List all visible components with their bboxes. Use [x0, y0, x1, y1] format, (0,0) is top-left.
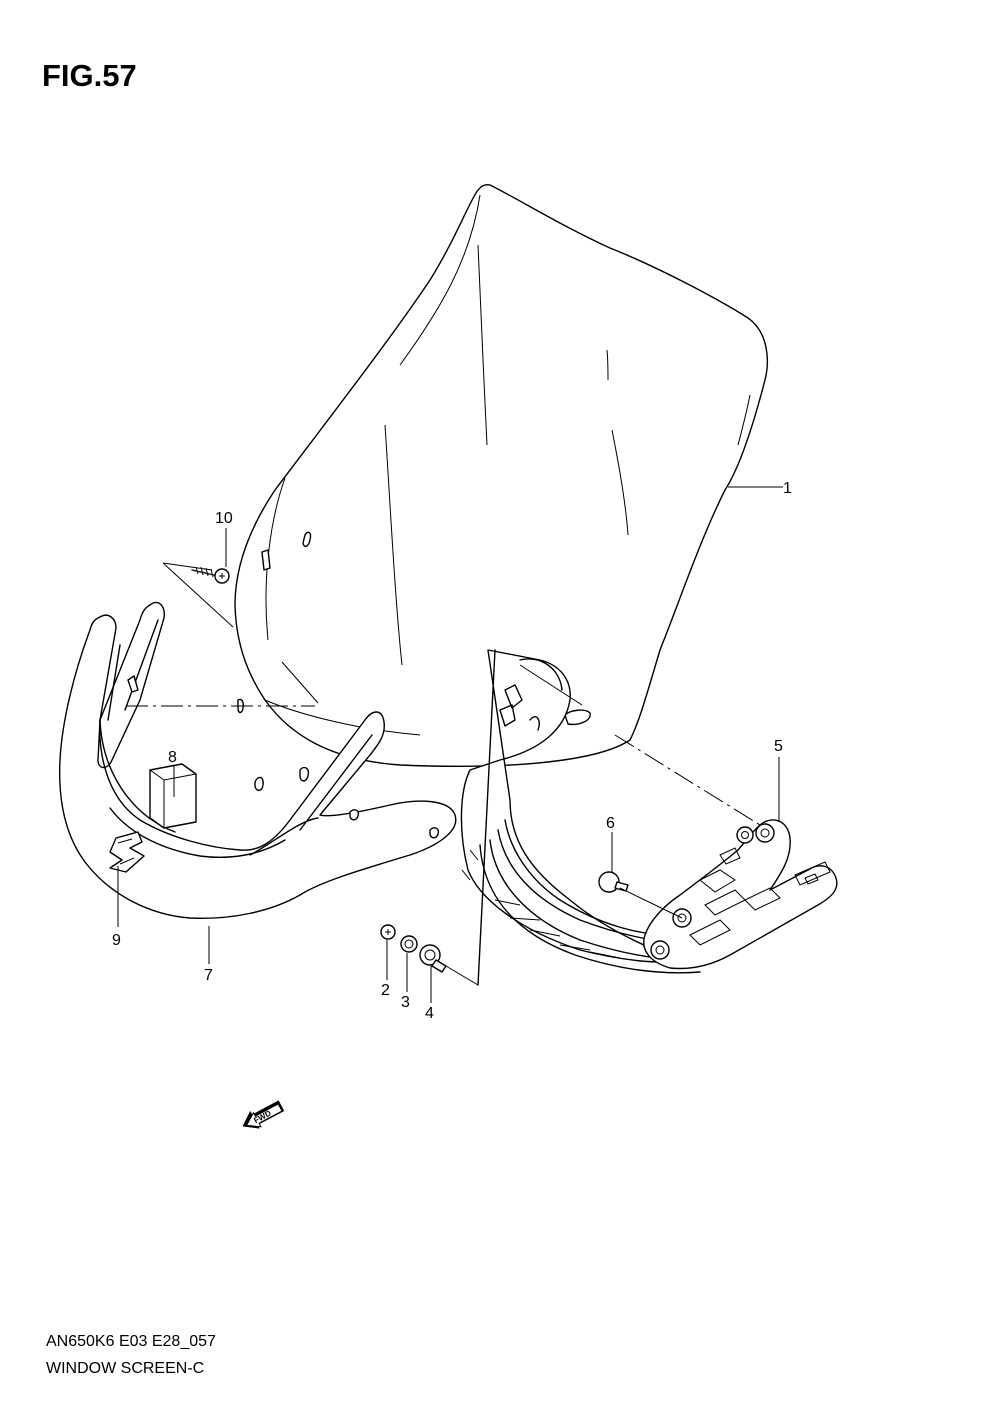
callout-10: 10: [215, 510, 233, 527]
callout-7: 7: [204, 967, 213, 984]
suzuki-emblem[interactable]: [109, 831, 145, 873]
callout-8: 8: [168, 749, 177, 766]
model-code: AN650K6 E03 E28_057: [46, 1333, 216, 1350]
washer-part-3[interactable]: [400, 935, 418, 953]
callout-3: 3: [401, 994, 410, 1011]
cushion-part-4[interactable]: [419, 944, 447, 973]
assembly-line-screw: [162, 562, 234, 628]
screw-part-2[interactable]: [380, 924, 396, 940]
assembly-line-hardware: [445, 965, 479, 986]
cushion-pad[interactable]: [149, 763, 197, 829]
bolt[interactable]: [598, 871, 629, 893]
assembly-line-bolt: [619, 887, 683, 919]
callout-4: 4: [425, 1005, 434, 1022]
inner-panel[interactable]: [460, 649, 701, 986]
windscreen[interactable]: [234, 183, 768, 792]
callout-5: 5: [774, 738, 783, 755]
assembly-line-bracket: [614, 734, 761, 826]
callout-9: 9: [112, 932, 121, 949]
figure-title: FIG.57: [42, 58, 137, 93]
section-name: WINDOW SCREEN-C: [46, 1360, 205, 1377]
callout-6: 6: [606, 815, 615, 832]
fwd-arrow-icon: FWD: [242, 1100, 285, 1129]
lower-cowl-frame[interactable]: [58, 601, 457, 919]
assembly-line-right: [519, 664, 583, 706]
assembly-line-diagonal: [281, 661, 319, 704]
callout-2: 2: [381, 982, 390, 999]
tapping-screw[interactable]: [191, 566, 230, 584]
callout-1: 1: [783, 480, 792, 497]
mounting-bracket[interactable]: [643, 819, 838, 970]
